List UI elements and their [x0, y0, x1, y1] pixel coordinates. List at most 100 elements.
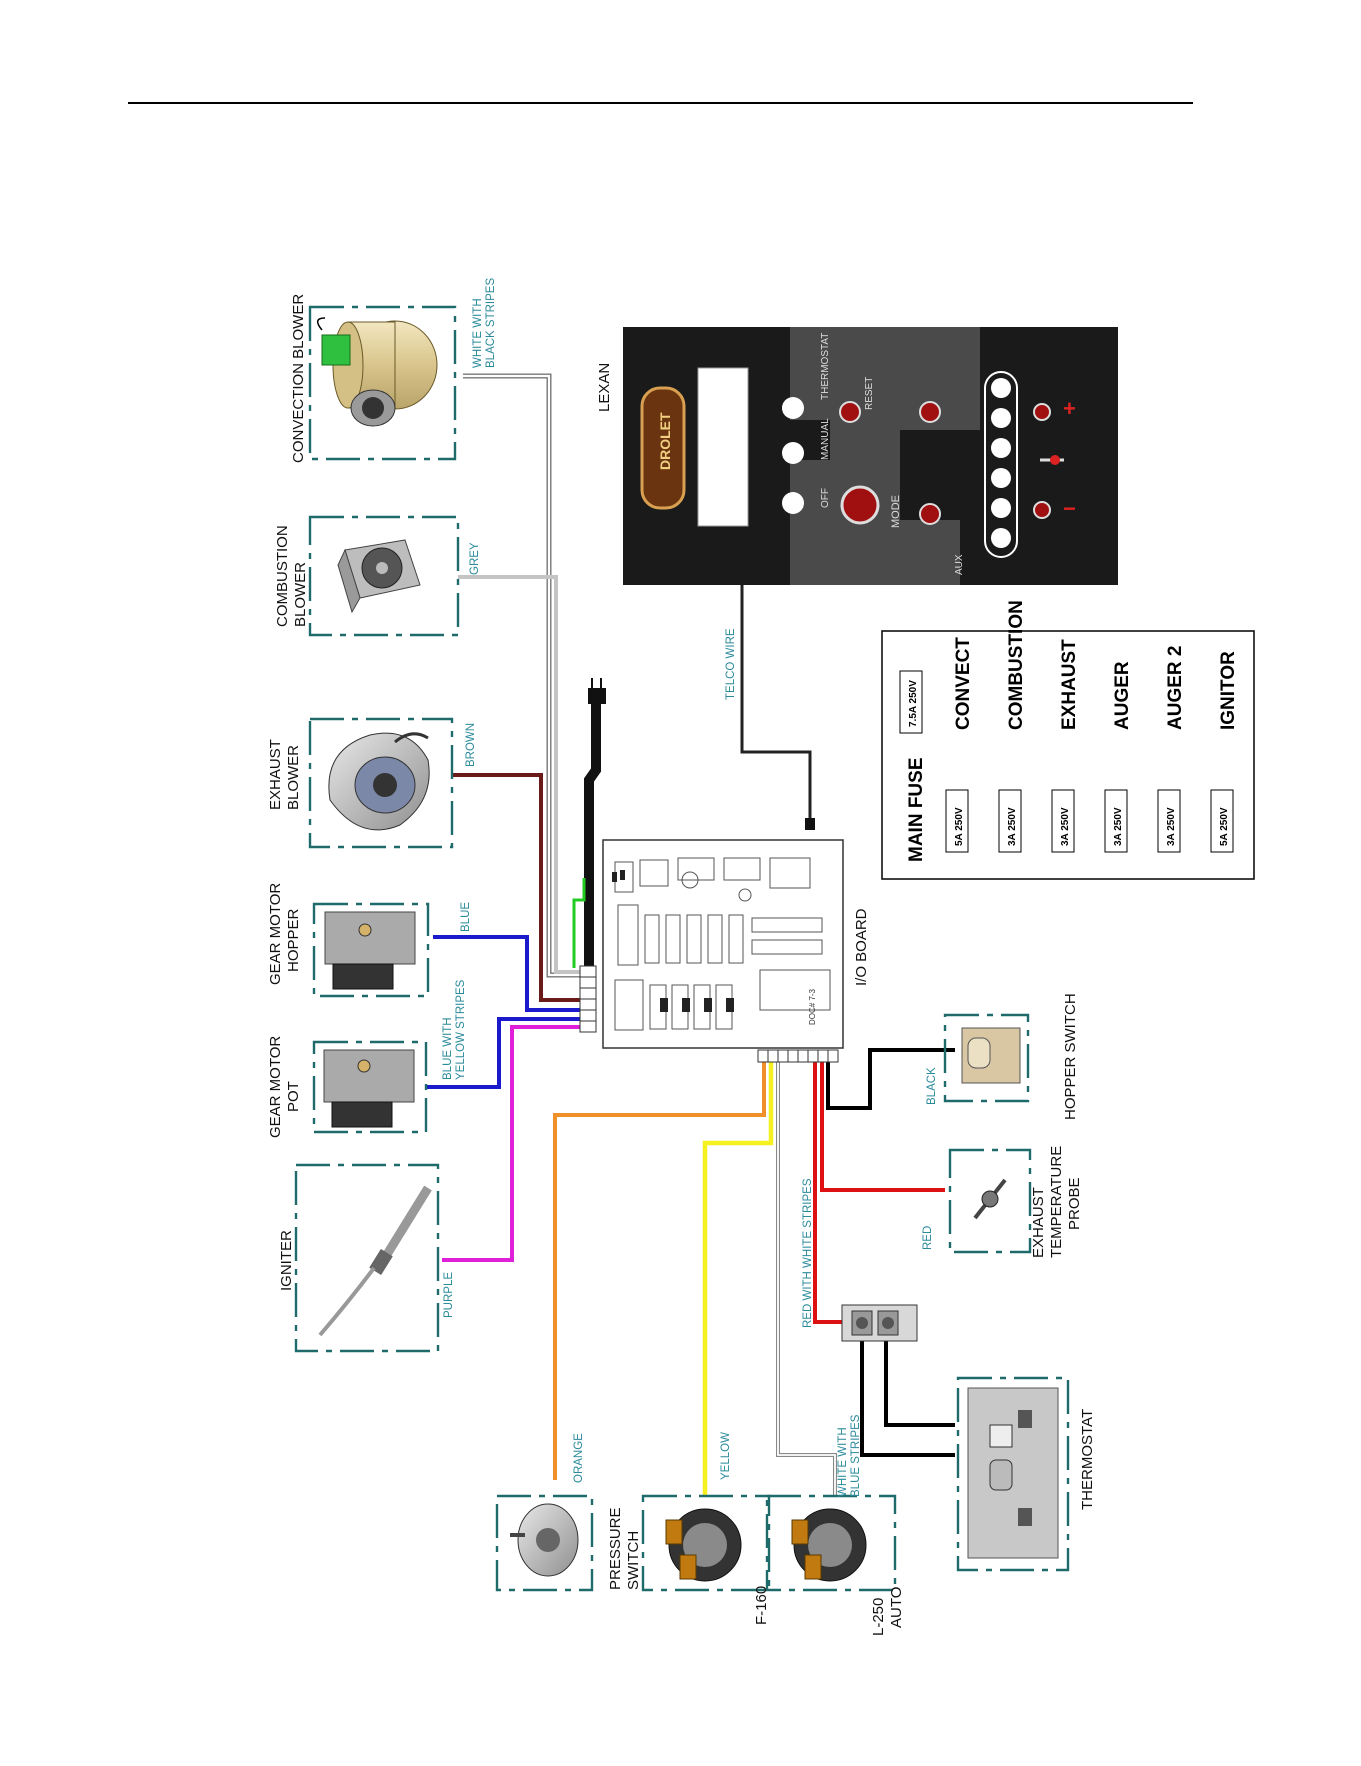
manual-led: [782, 442, 804, 464]
io-board-label: I/O BOARD: [853, 908, 870, 986]
convection-blower-icon: [316, 317, 438, 427]
wire-green: [572, 878, 586, 968]
panel-display: [697, 367, 749, 527]
wire-label-grey: GREY: [469, 542, 481, 575]
wire-label-black: BLACK: [926, 1067, 938, 1105]
combustion-blower-icon: [337, 539, 421, 614]
f160-box: [641, 1494, 771, 1592]
fuse-rating-5-icon: [1210, 789, 1234, 853]
settings-button[interactable]: [919, 401, 941, 423]
fuse-name-0: CONVECT: [953, 637, 974, 730]
fuse-rating-0: 5A 250V: [954, 807, 965, 846]
fuse-name-1: COMBUSTION: [1006, 600, 1027, 730]
reset-button[interactable]: [839, 401, 861, 423]
wire-label-yellow: YELLOW: [720, 1432, 732, 1480]
fuse-rating-1: 3A 250V: [1007, 807, 1018, 846]
igniter-icon: [318, 1185, 432, 1337]
wire-label-white-blue-1: WHITE WITH: [837, 1427, 849, 1497]
fuse-name-3: AUGER: [1112, 661, 1133, 730]
wire-black: [826, 1048, 955, 1110]
fuse-main-rating: 7.5A 250V: [908, 680, 919, 727]
fuse-rows: MAIN FUSE 7.5A 250V CONVECT 5A 250V COMBUSTI…: [899, 600, 1239, 863]
minus-button[interactable]: [1033, 501, 1051, 519]
l250-label-1: L-250: [870, 1598, 887, 1636]
manual-label: MANUAL: [820, 418, 831, 460]
fuse-rating-4: 3A 250V: [1166, 807, 1177, 846]
exhaust-blower-label-1: EXHAUST: [267, 739, 284, 810]
fuse-rating-2-icon: [1051, 789, 1075, 853]
wire-yellow: [702, 1062, 774, 1497]
pressure-switch-box: [495, 1494, 594, 1592]
fuse-main-label: MAIN FUSE: [906, 758, 927, 863]
wire-thermostat-a: [860, 1336, 955, 1457]
fuse-rating-5: 5A 250V: [1219, 807, 1230, 846]
wire-label-orange: ORANGE: [573, 1433, 585, 1483]
wire-label-white-black-2: BLACK STRIPES: [485, 278, 497, 368]
wire-label-brown: BROWN: [465, 723, 477, 767]
combustion-blower-label-2: BLOWER: [292, 562, 309, 627]
hopper-switch-icon: [961, 1027, 1021, 1084]
f160-label: F-160: [753, 1586, 770, 1625]
gear-motor-pot-label-1: GEAR MOTOR: [267, 1036, 284, 1138]
thermostat-label: THERMOSTAT: [1079, 1409, 1096, 1510]
reset-label: RESET: [864, 377, 875, 410]
gear-motor-pot-box: [312, 1040, 428, 1134]
fuse-rating-3: 3A 250V: [1113, 807, 1124, 846]
combustion-blower-box: [308, 515, 460, 637]
exhaust-blower-label-2: BLOWER: [285, 745, 302, 810]
terminal-block: [841, 1304, 918, 1342]
pressure-switch-label-2: SWITCH: [625, 1531, 642, 1590]
f160-switch-icon: [665, 1508, 742, 1582]
minus-sign: −: [1063, 496, 1076, 521]
thermostat-led: [782, 397, 804, 419]
fuse-rating-0-icon: [945, 789, 969, 853]
io-board: DOC# 7-3: [579, 839, 844, 1063]
panel-logo: DROLET: [640, 386, 686, 510]
convection-blower-box: [308, 305, 457, 461]
thermostat-box: [956, 1376, 1070, 1572]
igniter-box: [294, 1163, 440, 1353]
fuse-name-4: AUGER 2: [1165, 646, 1186, 730]
wire-label-blue-yellow-1: BLUE WITH: [442, 1017, 454, 1080]
gear-motor-pot-icon: [323, 1049, 415, 1128]
wire-brown: [452, 773, 580, 1002]
aux-button[interactable]: [919, 503, 941, 525]
pressure-switch-icon: [510, 1503, 579, 1577]
wire-label-blue-yellow-2: YELLOW STRIPES: [455, 979, 467, 1080]
plus-sign: +: [1063, 396, 1076, 421]
board-silk-text: DOC# 7-3: [808, 988, 817, 1025]
wire-purple: [442, 1025, 580, 1262]
l250-label-2: AUTO: [888, 1587, 905, 1628]
gear-motor-pot-label-2: POT: [285, 1081, 302, 1112]
igniter-label: IGNITER: [278, 1230, 295, 1291]
wire-red: [820, 1062, 945, 1192]
fuse-chart: MAIN FUSE 7.5A 250V CONVECT 5A 250V COMBUSTI…: [881, 600, 1255, 880]
wire-label-red: RED: [922, 1226, 934, 1250]
pressure-switch-label-1: PRESSURE: [607, 1507, 624, 1590]
wire-label-purple: PURPLE: [443, 1272, 455, 1318]
wire-label-blue: BLUE: [460, 902, 472, 932]
plus-button[interactable]: [1033, 403, 1051, 421]
exhaust-probe-box: [948, 1148, 1032, 1254]
wire-orange: [553, 1062, 766, 1480]
fuse-main-rating-icon: [899, 670, 923, 734]
gear-motor-hopper-box: [312, 902, 430, 998]
wire-label-telco: TELCO WIRE: [725, 628, 737, 700]
fuse-name-5: IGNITOR: [1218, 651, 1239, 730]
fuse-rating-3-icon: [1104, 789, 1128, 853]
off-label: OFF: [820, 488, 831, 508]
mode-button[interactable]: [840, 485, 880, 525]
wire-thermostat-b: [884, 1336, 955, 1427]
wire-blue: [433, 935, 580, 1012]
combustion-blower-label-1: COMBUSTION: [274, 525, 291, 627]
exhaust-blower-icon: [328, 732, 430, 831]
fuse-rating-1-icon: [998, 789, 1022, 853]
exhaust-blower-box: [308, 717, 454, 849]
exhaust-probe-label-2: TEMPERATURE: [1048, 1146, 1065, 1258]
mode-label: MODE: [890, 495, 902, 528]
gear-motor-hopper-label-1: GEAR MOTOR: [267, 883, 284, 985]
rotated-labels: CONVECTION BLOWER COMBUSTION BLOWER EXHA…: [267, 278, 1096, 1636]
exhaust-probe-label-3: PROBE: [1066, 1177, 1083, 1230]
